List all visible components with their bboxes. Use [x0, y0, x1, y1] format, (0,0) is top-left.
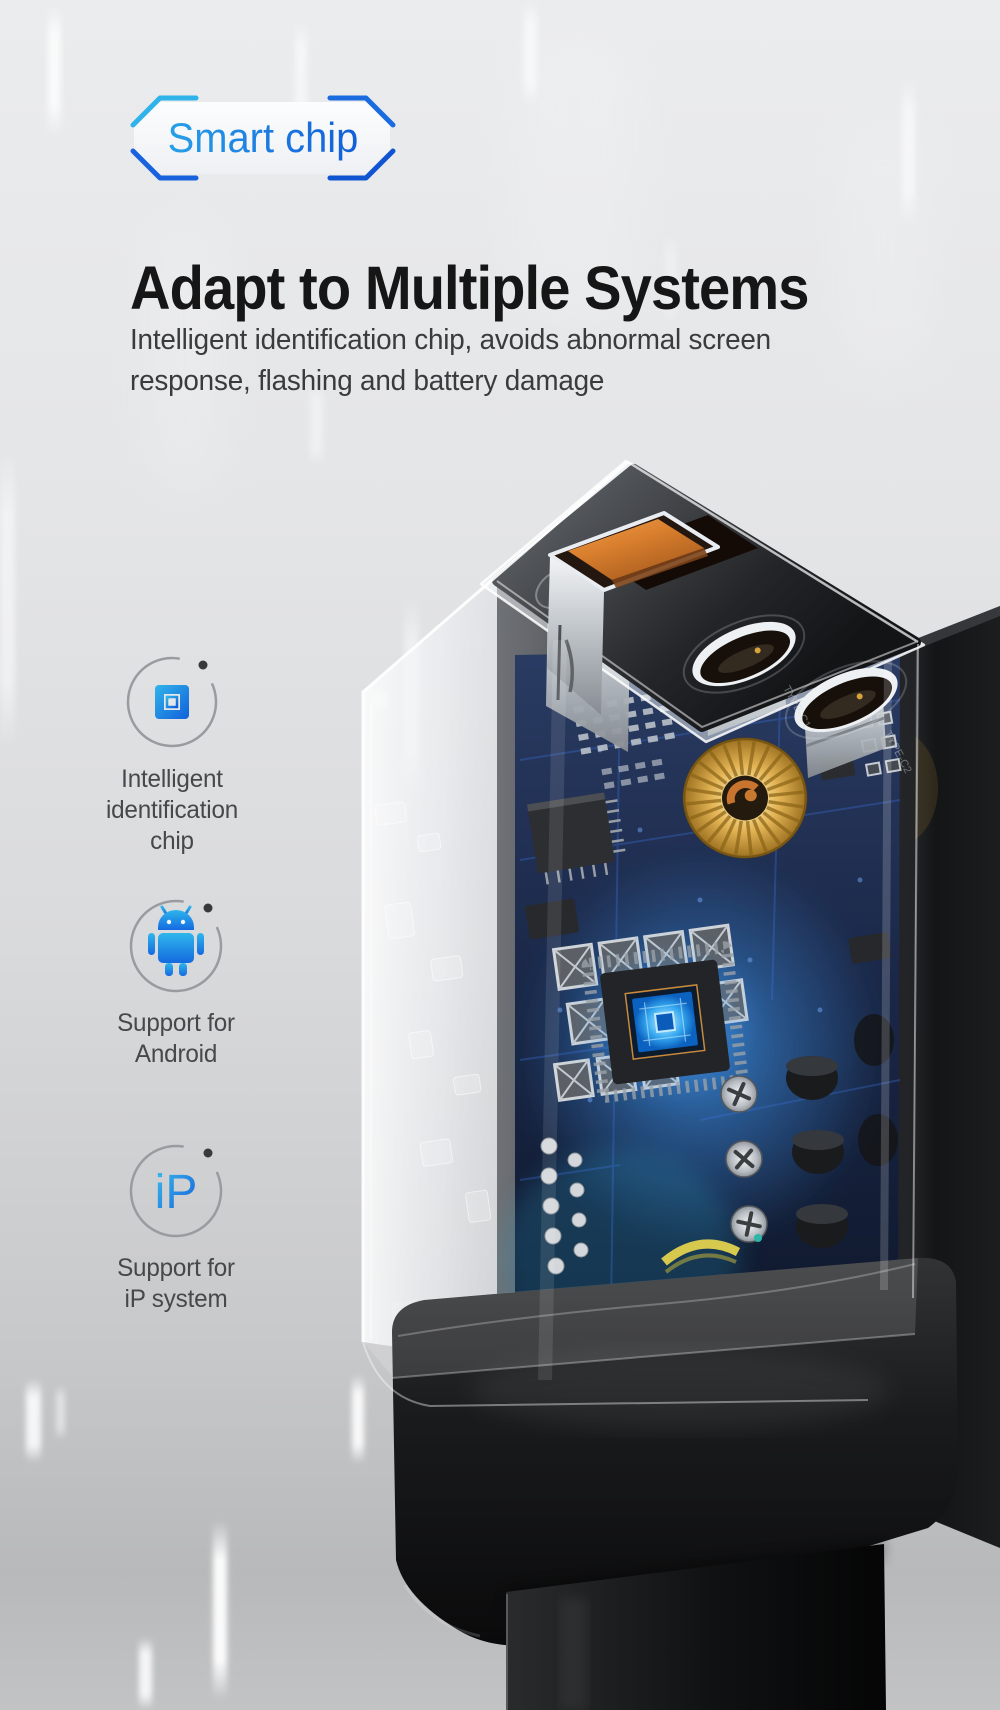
feature-label-line: Intelligent — [121, 765, 223, 793]
badge-label: Smart chip — [135, 114, 392, 162]
usb-c1-port — [682, 614, 806, 694]
light-streak — [352, 1374, 364, 1464]
charger-plug-column — [506, 1540, 886, 1710]
toroid-coil — [682, 737, 808, 859]
android-icon — [129, 899, 223, 993]
glass-left-panel — [363, 580, 497, 1362]
light-streak — [524, 0, 537, 105]
smart-chip-badge: Smart chip — [128, 94, 398, 182]
light-streak — [0, 448, 15, 748]
light-streak — [665, 235, 676, 325]
usb-c2-port — [784, 660, 908, 740]
light-streak — [213, 1520, 227, 1700]
soft-light-band — [840, 120, 930, 380]
page-title: Adapt to Multiple Systems — [130, 253, 810, 322]
usb-a-orange-tongue — [568, 519, 704, 580]
ip-icon-text: iP — [155, 1166, 198, 1219]
badge-octagon — [134, 102, 390, 174]
smart-identification-chip — [570, 939, 760, 1105]
glass-edge-highlights — [361, 460, 919, 1408]
light-streak — [48, 5, 61, 135]
feature-label-line: iP system — [124, 1285, 228, 1313]
light-streak — [26, 1378, 41, 1463]
ip-icon: iP — [129, 1144, 223, 1238]
soft-light-band — [150, 230, 220, 490]
subtitle: Intelligent identification chip, avoids … — [130, 320, 771, 402]
feature-label-line: Support for — [117, 1254, 235, 1282]
feature-android-support: Support for Android — [76, 896, 276, 1070]
feature-label-line: Support for — [117, 1009, 235, 1037]
light-streak — [310, 382, 323, 467]
glass-over-base — [392, 1258, 918, 1378]
yellow-wire — [661, 1239, 741, 1266]
subtitle-line-1: Intelligent identification chip, avoids … — [130, 324, 771, 356]
badge-corner-brackets — [130, 95, 396, 181]
mcu-chip — [527, 792, 626, 885]
light-streak — [902, 78, 915, 223]
subtitle-line-2: response, flashing and battery damage — [130, 365, 605, 397]
screw-terminals — [720, 1075, 768, 1243]
feature-label-line: chip — [150, 827, 194, 855]
feature-label-line: Android — [134, 1040, 218, 1068]
usb-a-port — [547, 511, 758, 715]
light-streak — [139, 1637, 152, 1710]
feature-ip-support: iP Support for iP system — [76, 1141, 276, 1315]
chip-icon — [126, 656, 218, 748]
feature-label-line: identification — [105, 796, 239, 824]
feature-identification-chip: Intelligent identification chip — [72, 652, 272, 857]
circuit-board — [500, 600, 902, 1402]
light-streak — [56, 1385, 65, 1440]
